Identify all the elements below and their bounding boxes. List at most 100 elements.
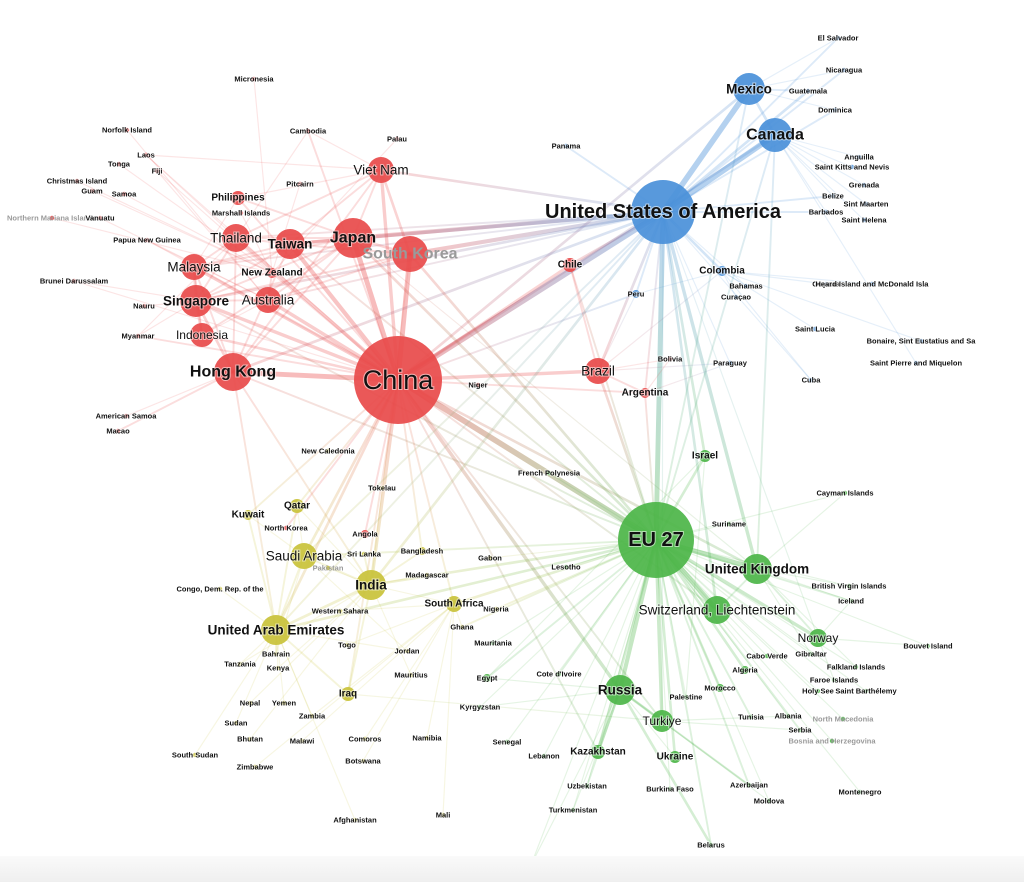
node-grenada[interactable]: [861, 182, 867, 188]
node-guam[interactable]: [89, 188, 95, 194]
node-kuwait[interactable]: [243, 510, 253, 520]
node-bvi[interactable]: [846, 583, 852, 589]
node-bahamas[interactable]: [743, 283, 749, 289]
node-belize[interactable]: [830, 193, 836, 199]
node-angola[interactable]: [361, 530, 369, 538]
node-colombia[interactable]: [717, 266, 727, 276]
node-anguilla[interactable]: [856, 154, 862, 160]
node-kazakhstan[interactable]: [591, 745, 605, 759]
node-qatar[interactable]: [290, 499, 304, 513]
node-madagascar[interactable]: [424, 572, 430, 578]
node-norway[interactable]: [809, 629, 827, 647]
node-botswana[interactable]: [360, 758, 366, 764]
node-ukraine[interactable]: [669, 751, 681, 763]
node-afghanistan[interactable]: [352, 817, 358, 823]
node-suriname[interactable]: [726, 521, 732, 527]
node-comoros[interactable]: [362, 736, 368, 742]
node-thailand[interactable]: [222, 224, 250, 252]
node-zimbabwe[interactable]: [252, 764, 258, 770]
node-vietnam[interactable]: [368, 157, 394, 183]
node-newcaledonia[interactable]: [325, 448, 331, 454]
node-northmacedonia[interactable]: [840, 716, 846, 722]
node-namibia[interactable]: [424, 735, 430, 741]
node-belarus[interactable]: [708, 842, 714, 848]
node-norfolk[interactable]: [124, 127, 130, 133]
node-newzealand[interactable]: [267, 268, 277, 278]
node-cayman[interactable]: [842, 490, 848, 496]
node-sintmaarten[interactable]: [863, 201, 869, 207]
node-barbados[interactable]: [823, 209, 829, 215]
node-tonga[interactable]: [116, 161, 122, 167]
node-cuba[interactable]: [808, 377, 814, 383]
node-kyrgyzstan[interactable]: [477, 704, 483, 710]
node-northkorea[interactable]: [283, 525, 289, 531]
node-saudi[interactable]: [291, 543, 317, 569]
node-srilanka[interactable]: [361, 551, 367, 557]
node-australia[interactable]: [255, 287, 281, 313]
node-uae[interactable]: [261, 615, 291, 645]
node-egypt[interactable]: [483, 674, 491, 682]
node-china[interactable]: [354, 336, 442, 424]
node-faroe[interactable]: [831, 677, 837, 683]
node-brunei[interactable]: [71, 278, 77, 284]
node-azerbaijan[interactable]: [746, 782, 752, 788]
node-tunisia[interactable]: [748, 714, 754, 720]
node-nmariana[interactable]: [49, 215, 55, 221]
node-guyana[interactable]: [823, 281, 829, 287]
node-bolivia[interactable]: [667, 356, 673, 362]
node-canada[interactable]: [758, 118, 792, 152]
node-myanmar[interactable]: [135, 333, 141, 339]
node-bonaire[interactable]: [918, 338, 924, 344]
node-moldova[interactable]: [766, 798, 772, 804]
node-togo[interactable]: [344, 642, 350, 648]
node-swiss[interactable]: [703, 596, 731, 624]
node-laos[interactable]: [143, 152, 149, 158]
node-iceland[interactable]: [848, 598, 854, 604]
node-mauritius[interactable]: [408, 672, 414, 678]
node-curacao[interactable]: [733, 294, 739, 300]
node-paraguay[interactable]: [727, 360, 733, 366]
node-uzbekistan[interactable]: [584, 783, 590, 789]
node-drcongo[interactable]: [217, 586, 223, 592]
node-southafrica[interactable]: [446, 596, 462, 612]
node-dominica[interactable]: [832, 107, 838, 113]
node-morocco[interactable]: [716, 684, 724, 692]
node-mexico[interactable]: [733, 73, 765, 105]
node-pitcairn[interactable]: [297, 181, 303, 187]
node-malaysia[interactable]: [181, 254, 207, 280]
node-americansamoa[interactable]: [123, 413, 129, 419]
node-turkmenistan[interactable]: [570, 807, 576, 813]
node-palau[interactable]: [394, 136, 400, 142]
node-holysee[interactable]: [815, 688, 821, 694]
node-elsalvador[interactable]: [835, 35, 841, 41]
node-nigeria[interactable]: [493, 606, 499, 612]
node-israel[interactable]: [699, 450, 711, 462]
node-cotedivoire[interactable]: [556, 671, 562, 677]
node-hk[interactable]: [214, 353, 252, 391]
node-stlucia[interactable]: [812, 326, 818, 332]
node-skorea[interactable]: [392, 236, 428, 272]
node-frenchpolynesia[interactable]: [546, 470, 552, 476]
node-eu[interactable]: [618, 502, 694, 578]
node-russia[interactable]: [605, 675, 635, 705]
node-westernsahara[interactable]: [337, 608, 343, 614]
node-vanuatu[interactable]: [97, 215, 103, 221]
node-gibraltar[interactable]: [808, 651, 814, 657]
node-fiji[interactable]: [154, 168, 160, 174]
node-taiwan[interactable]: [275, 229, 305, 259]
node-tokelau[interactable]: [379, 485, 385, 491]
node-montenegro[interactable]: [857, 789, 863, 795]
node-palestine[interactable]: [683, 694, 689, 700]
node-mali[interactable]: [440, 812, 446, 818]
node-iraq[interactable]: [341, 687, 355, 701]
node-kenya[interactable]: [275, 665, 281, 671]
node-macao[interactable]: [115, 428, 121, 434]
node-pakistan[interactable]: [325, 565, 331, 571]
node-bahrain[interactable]: [273, 651, 279, 657]
node-malawi[interactable]: [299, 738, 305, 744]
node-turkiye[interactable]: [651, 710, 673, 732]
node-lesotho[interactable]: [563, 564, 569, 570]
node-burkina[interactable]: [667, 786, 673, 792]
node-tanzania[interactable]: [237, 661, 243, 667]
node-sthelena[interactable]: [861, 217, 867, 223]
